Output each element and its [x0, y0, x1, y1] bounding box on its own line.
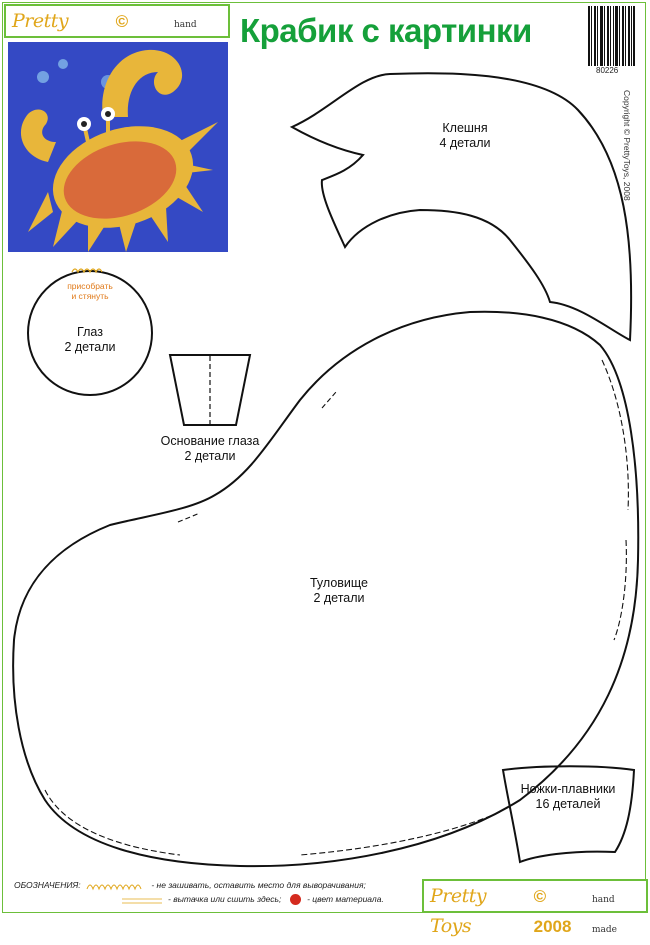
claw-name: Клешня	[442, 121, 488, 135]
eye-count: 2 детали	[64, 340, 116, 354]
eye-base-outline	[168, 354, 252, 426]
legend-row-1: ОБОЗНАЧЕНИЯ: - не зашивать, оставить мес…	[14, 880, 384, 894]
eye-base-count: 2 детали	[184, 449, 236, 463]
eye-note-line2: и стянуть	[71, 291, 109, 301]
legs-name: Ножки-плавники	[520, 782, 616, 796]
brand-year-bottom: © 2008	[533, 887, 572, 936]
eye-note: присобрать и стянуть	[40, 281, 140, 301]
body-piece-outline	[12, 310, 640, 868]
barcode-number: 80226	[596, 66, 619, 75]
legs-piece-outline	[501, 765, 636, 864]
brand-name-bottom: Pretty Toys	[430, 885, 487, 937]
legend-item3: - цвет материала.	[307, 894, 384, 904]
crab-photo	[8, 42, 228, 252]
legend-title: ОБОЗНАЧЕНИЯ:	[14, 880, 81, 890]
brand-logo-bottom: Pretty Toys © 2008 hand made	[422, 879, 648, 937]
eye-label: Глаз 2 детали	[40, 325, 140, 355]
legs-label: Ножки-плавники 16 деталей	[505, 782, 631, 812]
legend-item1: - не зашивать, оставить место для вывора…	[151, 880, 366, 890]
eye-name: Глаз	[77, 325, 103, 339]
legend-gather-icon	[86, 884, 142, 891]
legend: ОБОЗНАЧЕНИЯ: - не зашивать, оставить мес…	[14, 880, 384, 908]
body-count: 2 детали	[313, 591, 365, 605]
page-border	[2, 2, 646, 913]
eye-note-line1: присобрать	[67, 281, 113, 291]
body-name: Туловище	[309, 576, 368, 590]
eye-base-label: Основание глаза 2 детали	[140, 434, 280, 464]
pattern-pieces	[12, 72, 640, 868]
gather-mark	[71, 268, 103, 274]
legend-row-2: - вытачка или сшить здесь; - цвет матери…	[14, 894, 384, 908]
legs-count: 16 деталей	[535, 797, 601, 811]
claw-count: 4 детали	[439, 136, 491, 150]
claw-label: Клешня 4 детали	[400, 121, 530, 151]
page-title: Крабик с картинки	[240, 12, 532, 49]
barcode-icon	[588, 6, 635, 66]
legend-dart-icon	[122, 898, 162, 904]
legend-color-dot-icon	[289, 894, 301, 906]
eye-base-name: Основание глаза	[160, 434, 260, 448]
body-label: Туловище 2 детали	[279, 576, 399, 606]
brand-tagline-bottom: hand made	[591, 895, 617, 935]
claw-piece-outline	[289, 72, 633, 342]
legend-item2: - вытачка или сшить здесь;	[168, 894, 282, 904]
